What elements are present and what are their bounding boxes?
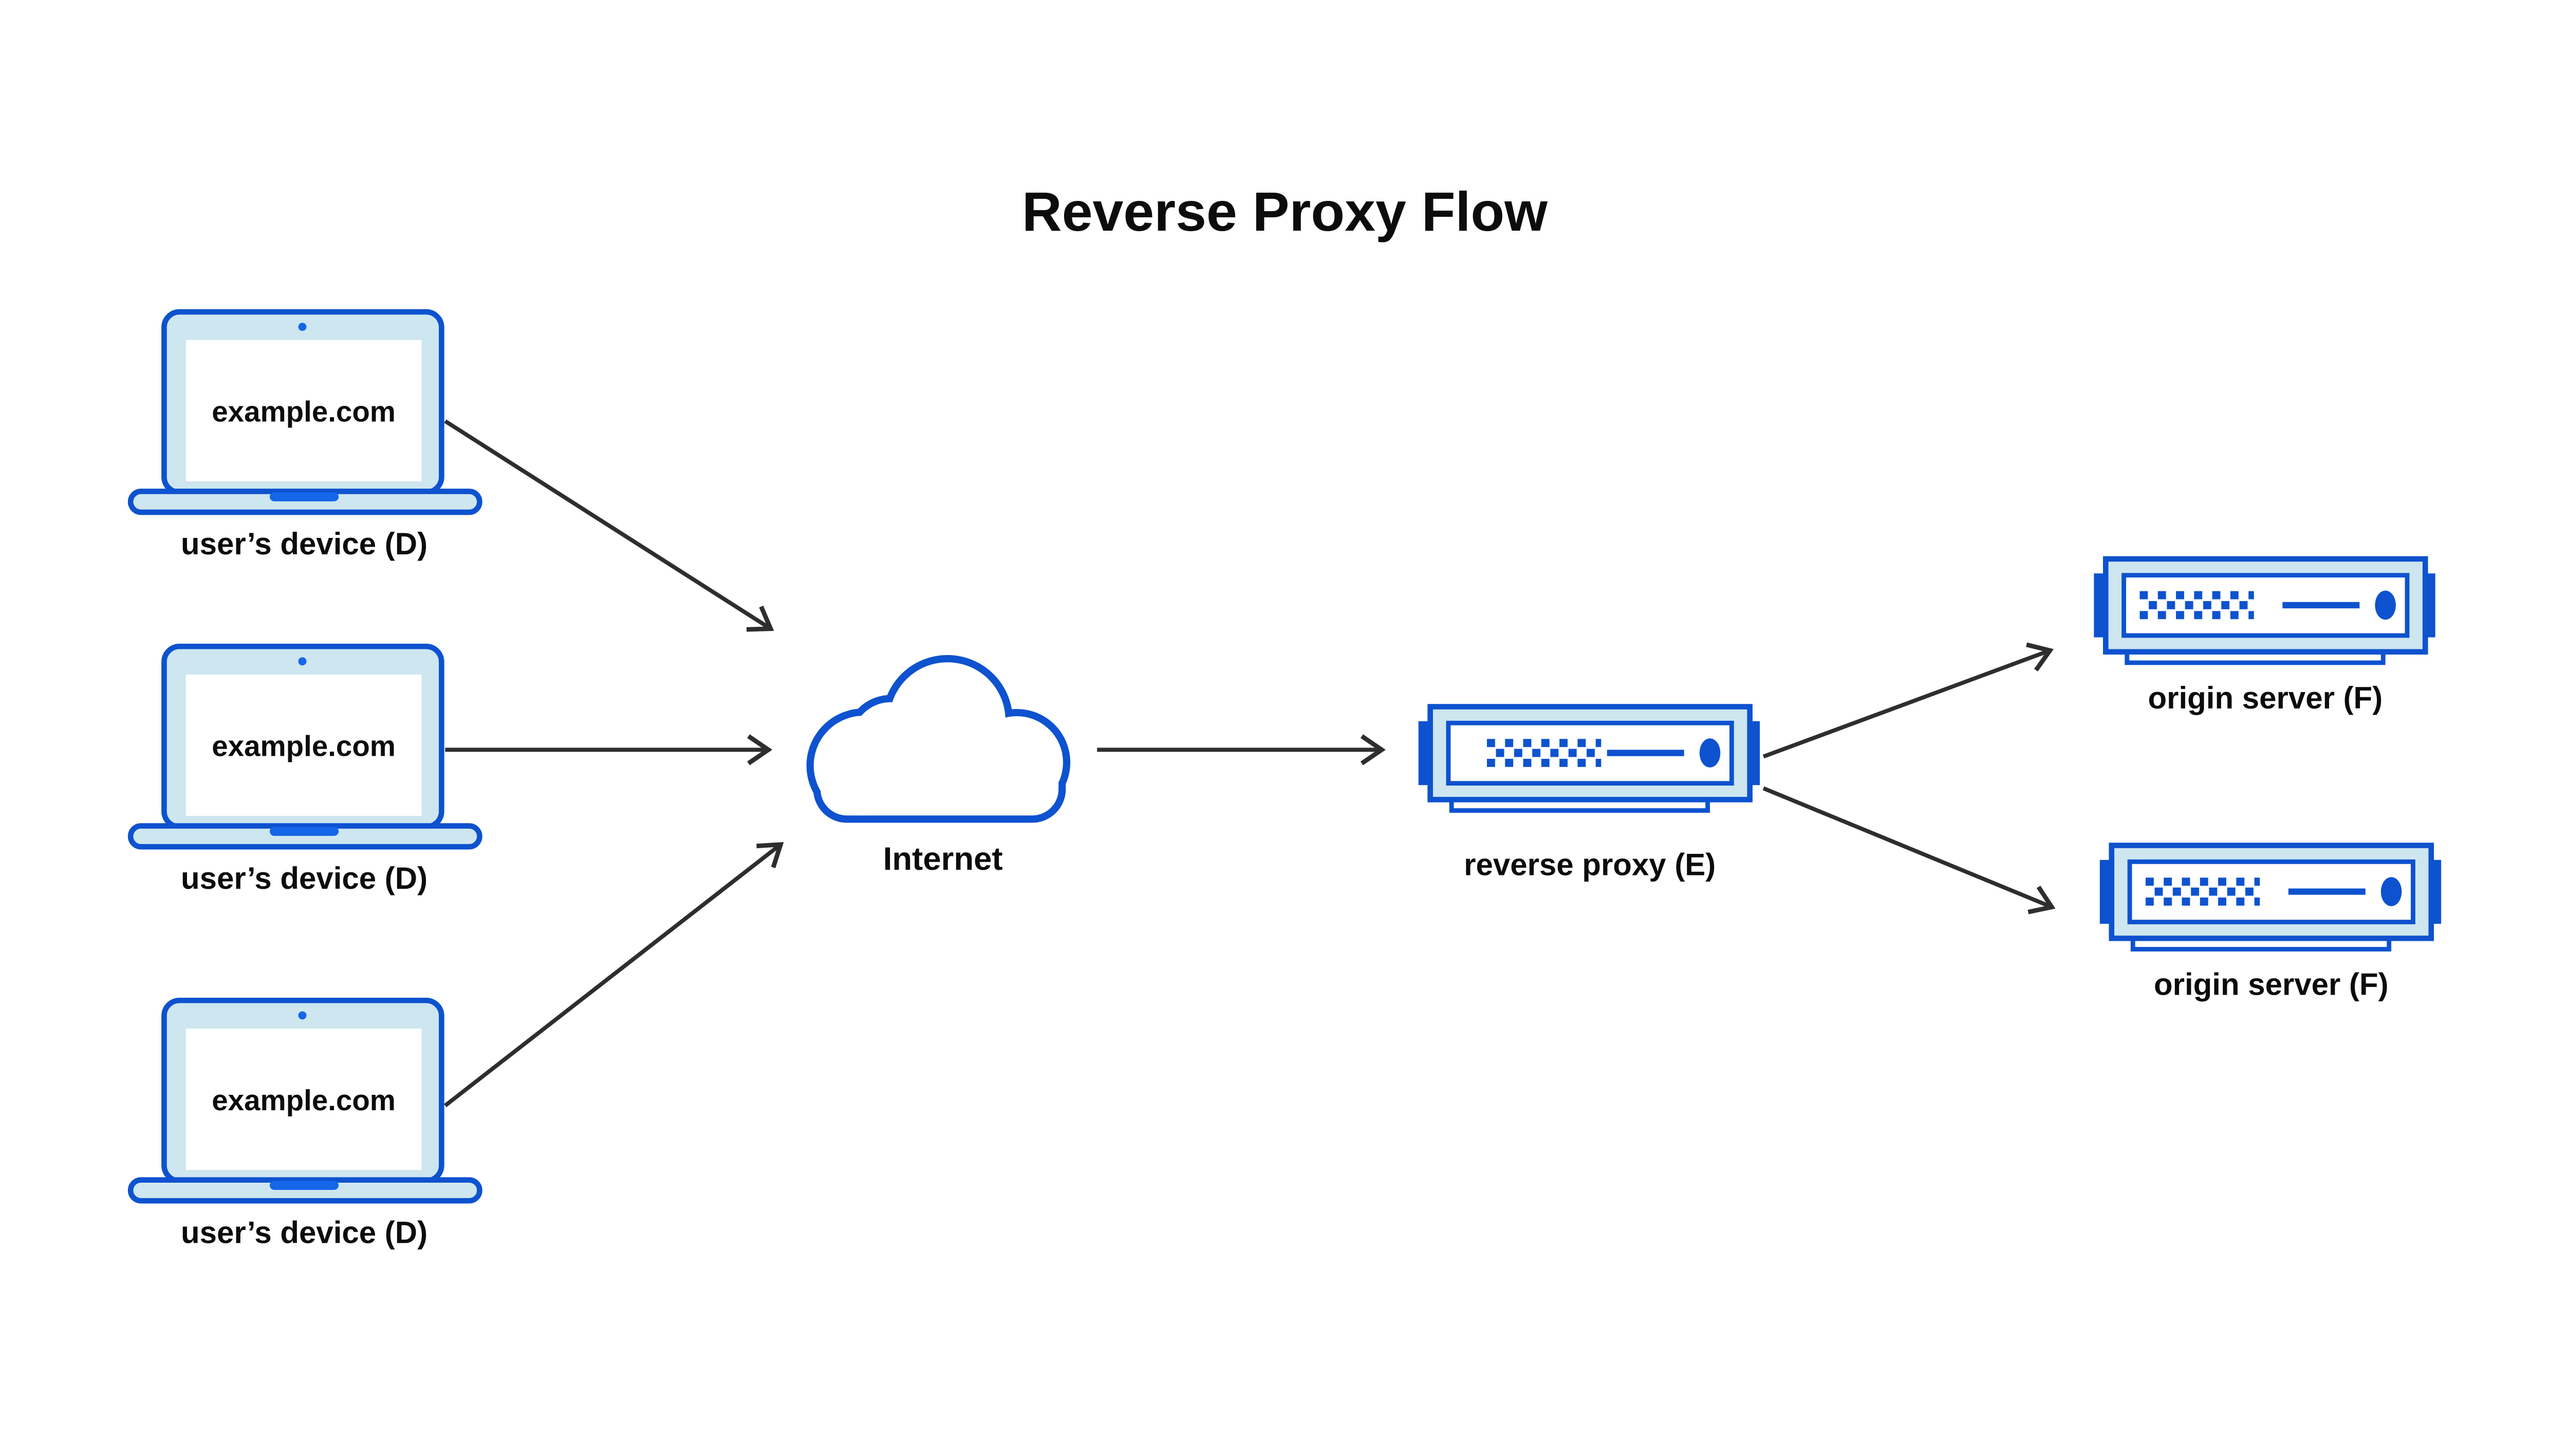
- laptop-screen: [185, 674, 422, 816]
- cloud-icon: [806, 655, 1071, 823]
- internet-label: Internet: [883, 841, 1003, 877]
- server-vents: [1486, 739, 1602, 767]
- laptop-base: [127, 823, 482, 850]
- server-icon: [2094, 556, 2435, 665]
- server-left-tab: [2094, 573, 2106, 638]
- server-left-tab: [1418, 721, 1430, 786]
- user-device-3: example.com user’s device (D): [127, 997, 482, 1249]
- server-icon: [1418, 704, 1760, 813]
- user-device-2: example.com user’s device (D): [127, 643, 482, 895]
- server-face: [2127, 859, 2415, 925]
- laptop-base: [127, 489, 482, 515]
- reverse-proxy-node: reverse proxy (E): [1418, 704, 1760, 882]
- user-device-1: example.com user’s device (D): [127, 309, 482, 561]
- device-label: user’s device (D): [181, 1215, 427, 1249]
- laptop-camera-icon: [298, 1011, 307, 1020]
- device-screen-text: example.com: [212, 1084, 396, 1116]
- laptop-notch: [269, 492, 339, 501]
- arrow-device1-to-internet-icon: [444, 419, 770, 629]
- arrow-device3-to-internet-icon: [443, 845, 780, 1108]
- flow-arrows: [443, 419, 2052, 1108]
- server-vents: [2139, 591, 2254, 620]
- origin-label: origin server (F): [2154, 967, 2389, 1002]
- laptop-screen: [185, 340, 422, 482]
- origin-label: origin server (F): [2148, 681, 2383, 715]
- laptop-base: [127, 1177, 482, 1204]
- server-power-dot: [2375, 590, 2396, 620]
- arrow-proxy-to-origin1-icon: [1762, 650, 2050, 759]
- origin-server-2: origin server (F): [2099, 843, 2442, 1002]
- proxy-label: reverse proxy (E): [1464, 848, 1716, 882]
- laptop-camera-icon: [298, 323, 307, 331]
- server-left-tab: [2099, 860, 2112, 924]
- server-power-dot: [1699, 738, 1721, 768]
- device-label: user’s device (D): [181, 861, 427, 895]
- server-power-dot: [2380, 877, 2402, 906]
- laptop-notch: [269, 1181, 339, 1190]
- page-title: Reverse Proxy Flow: [1022, 181, 1548, 242]
- arrow-proxy-to-origin2-icon: [1762, 786, 2052, 907]
- server-icon: [2099, 843, 2442, 951]
- internet-node: Internet: [806, 655, 1071, 877]
- device-label: user’s device (D): [181, 527, 427, 561]
- laptop-screen: [185, 1028, 422, 1170]
- laptop-camera-icon: [298, 657, 307, 666]
- device-screen-text: example.com: [212, 396, 396, 428]
- server-vents: [2145, 878, 2260, 906]
- device-screen-text: example.com: [212, 730, 396, 762]
- laptop-notch: [269, 827, 339, 836]
- origin-server-1: origin server (F): [2094, 556, 2435, 715]
